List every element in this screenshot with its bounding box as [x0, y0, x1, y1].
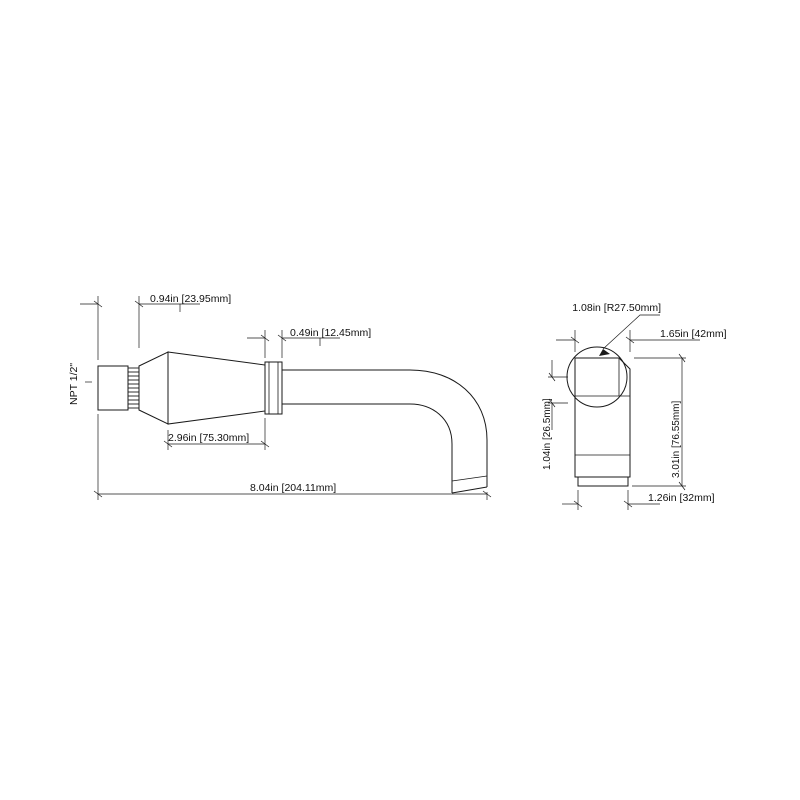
tick-301-b	[678, 481, 686, 491]
tick-126-b	[623, 500, 633, 508]
radius-arrowhead	[599, 349, 610, 356]
tick-094-b	[134, 300, 144, 308]
tick-104-b	[548, 398, 556, 408]
tick-804-a	[93, 490, 103, 498]
tick-804-b	[482, 490, 492, 498]
dimension-labels: 0.94in [23.95mm] 0.49in [12.45mm] 2.96in…	[68, 293, 727, 504]
dim-label-width-094: 0.94in [23.95mm]	[150, 293, 231, 305]
dim-label-side-height-301: 3.01in [76.55mm]	[671, 401, 682, 478]
tick-049-a	[260, 334, 270, 342]
dim-label-collar-049: 0.49in [12.45mm]	[290, 327, 371, 339]
radius-leader	[602, 314, 660, 350]
annotation-npt-thread: NPT 1/2"	[68, 363, 80, 405]
tick-165-b	[625, 336, 635, 344]
spout-outer-profile	[282, 369, 488, 487]
front-view-dimension-lines	[80, 296, 492, 500]
dim-label-side-104: 1.04in [26.5mm]	[542, 398, 553, 470]
outlet-lip	[577, 477, 629, 487]
npt-inlet-body	[97, 365, 129, 411]
tick-126-a	[573, 500, 583, 508]
front-view-geometry	[97, 351, 488, 494]
tick-049-b	[277, 334, 287, 342]
escutcheon-circle	[566, 346, 628, 408]
escutcheon-flare	[138, 351, 169, 425]
dim-label-radius-108: 1.08in [R27.50mm]	[572, 302, 661, 314]
tick-296-a	[163, 440, 173, 448]
side-view-dimension-lines	[548, 314, 700, 510]
tick-165-a	[570, 336, 580, 344]
tick-104-a	[548, 372, 556, 382]
tick-296-b	[260, 440, 270, 448]
dim-label-side-width-165: 1.65in [42mm]	[660, 328, 727, 340]
collar-ring	[264, 361, 283, 415]
dim-label-base-width-126: 1.26in [32mm]	[648, 492, 715, 504]
tick-094-a	[93, 300, 103, 308]
spout-tip-face	[451, 486, 488, 494]
tick-301-a	[678, 353, 686, 363]
dim-label-overall-804: 8.04in [204.11mm]	[250, 482, 336, 494]
escutcheon-cone	[167, 351, 266, 425]
spout-body-side	[574, 357, 631, 478]
thread-marks	[128, 367, 139, 409]
dim-label-escutcheon-296: 2.96in [75.30mm]	[168, 432, 249, 444]
spout-inner-profile	[282, 403, 453, 493]
side-view-geometry	[566, 346, 631, 487]
spout-tip-detail	[451, 475, 488, 482]
